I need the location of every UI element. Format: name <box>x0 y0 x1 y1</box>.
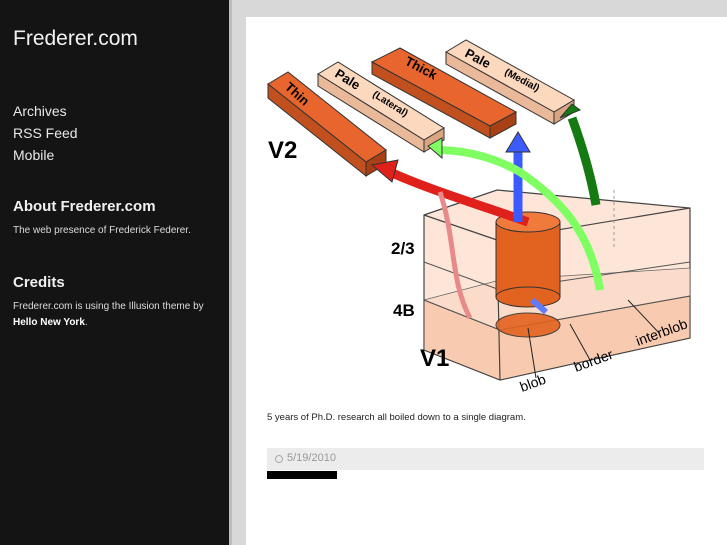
label-v1: V1 <box>420 345 449 372</box>
post-meta-bar: 5/19/2010 <box>267 448 704 470</box>
label-layer-4b: 4B <box>393 301 415 320</box>
pink-arrow <box>437 191 473 320</box>
nav-mobile[interactable]: Mobile <box>13 147 55 163</box>
stripe-pale-medial <box>445 39 575 125</box>
nav-archives[interactable]: Archives <box>13 103 67 119</box>
label-v2: V2 <box>268 137 297 164</box>
sidebar-divider <box>229 0 232 545</box>
post-separator-bar <box>267 471 337 479</box>
credits-text: Frederer.com is using the Illusion theme… <box>13 299 223 331</box>
stripe-thick <box>370 47 518 139</box>
site-title[interactable]: Frederer.com <box>13 27 138 50</box>
blob-cylinder <box>495 211 561 338</box>
nav-rss-feed[interactable]: RSS Feed <box>13 125 78 141</box>
green-arrow <box>435 146 604 291</box>
sidebar: Frederer.com Archives RSS Feed Mobile Ab… <box>0 0 229 545</box>
about-text: The web presence of Frederick Federer. <box>13 225 191 236</box>
red-arrow <box>388 167 530 227</box>
label-layer-2-3: 2/3 <box>391 239 415 258</box>
about-heading: About Frederer.com <box>13 198 156 215</box>
dark-green-arrow <box>567 116 601 206</box>
nav-menu: Archives RSS Feed Mobile <box>13 100 78 166</box>
post-caption: 5 years of Ph.D. research all boiled dow… <box>267 412 526 423</box>
clock-icon <box>275 455 283 463</box>
stripe-thin <box>267 71 387 178</box>
credits-text-prefix: Frederer.com is using the Illusion theme… <box>13 301 204 312</box>
post-date[interactable]: 5/19/2010 <box>287 452 336 464</box>
credits-link[interactable]: Hello New York <box>13 317 85 328</box>
visual-stream-diagram: V2 V1 2/3 4B Thin Pale (Lateral) Thick P… <box>267 39 691 395</box>
credits-heading: Credits <box>13 274 65 291</box>
credits-text-suffix: . <box>84 317 88 328</box>
